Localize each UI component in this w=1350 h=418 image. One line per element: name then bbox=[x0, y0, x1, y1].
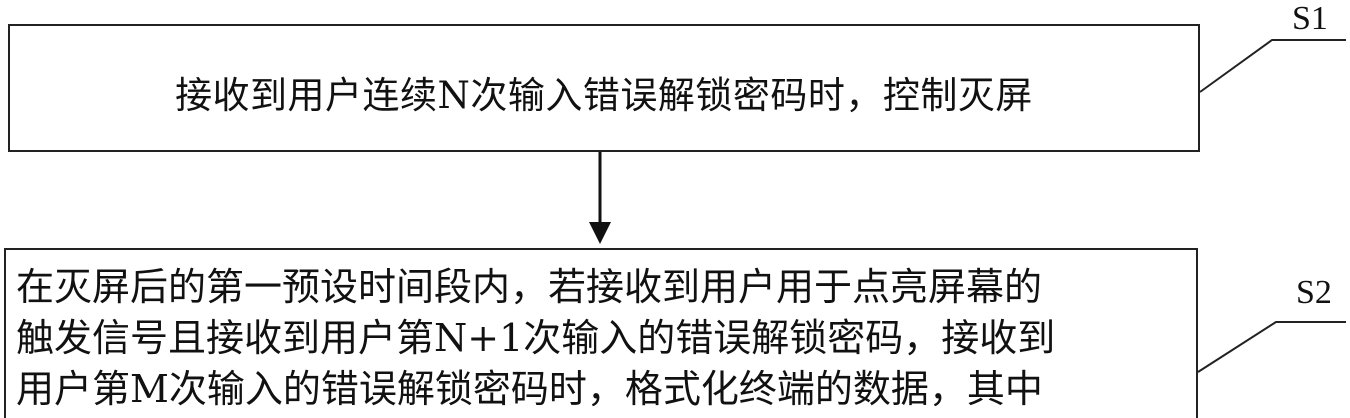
step-s2-text: 在灭屏后的第一预设时间段内，若接收到用户用于点亮屏幕的 触发信号且接收到用户第N… bbox=[16, 262, 1055, 415]
step-s1-box: 接收到用户连续N次输入错误解锁密码时，控制灭屏 bbox=[8, 24, 1200, 152]
step-s2-label: S2 bbox=[1296, 274, 1332, 311]
step-s1-text: 接收到用户连续N次输入错误解锁密码时，控制灭屏 bbox=[175, 74, 1033, 117]
step-s2-box: 在灭屏后的第一预设时间段内，若接收到用户用于点亮屏幕的 触发信号且接收到用户第N… bbox=[4, 248, 1198, 418]
connector-layer bbox=[589, 39, 1346, 373]
step-s2-line-1: 在灭屏后的第一预设时间段内，若接收到用户用于点亮屏幕的 bbox=[16, 265, 1043, 309]
flow-arrow-head bbox=[589, 222, 611, 244]
step-s2-line-2: 触发信号且接收到用户第N+1次输入的错误解锁密码，接收到 bbox=[16, 316, 1056, 360]
step-s2-line-3: 用户第M次输入的错误解锁密码时，格式化终端的数据，其中 bbox=[16, 367, 1043, 411]
s2-leader-line bbox=[1197, 321, 1346, 373]
s1-leader-line bbox=[1199, 39, 1346, 93]
step-s1-label: S1 bbox=[1292, 0, 1328, 37]
